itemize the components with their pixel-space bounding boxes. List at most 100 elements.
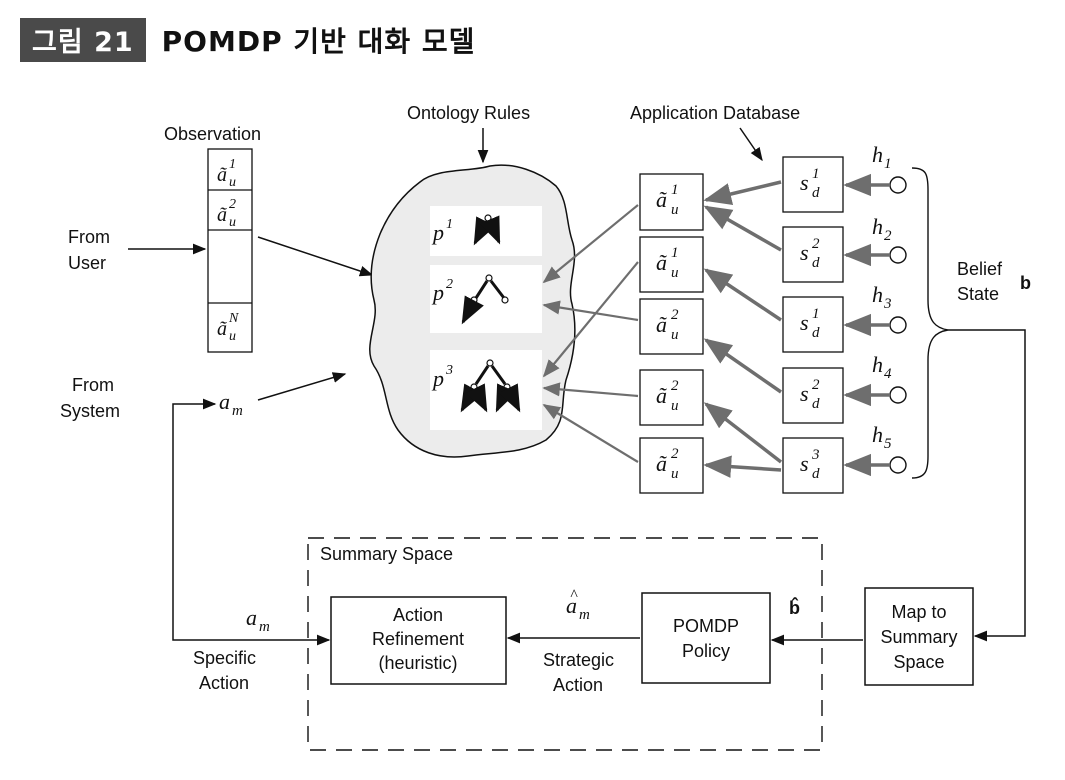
- svg-text:d: d: [812, 396, 820, 412]
- svg-text:a: a: [566, 593, 577, 618]
- svg-text:^: ^: [570, 587, 578, 604]
- svg-text:h: h: [872, 422, 883, 447]
- ontology-rules-label: Ontology Rules: [407, 103, 530, 123]
- svg-text:N: N: [228, 311, 239, 326]
- svg-text:s: s: [800, 381, 809, 406]
- observation-to-cloud-arrow: [257, 236, 374, 277]
- svg-text:u: u: [229, 215, 236, 230]
- svg-text:u: u: [229, 329, 236, 344]
- svg-text:h: h: [872, 142, 883, 167]
- svg-text:u: u: [229, 175, 236, 190]
- pomdp-policy-box: POMDP Policy: [641, 592, 771, 684]
- svg-text:p: p: [431, 280, 444, 305]
- svg-text:d: d: [812, 466, 820, 482]
- svg-text:u: u: [671, 398, 679, 414]
- svg-text:1: 1: [812, 306, 820, 322]
- svg-text:4: 4: [884, 366, 892, 382]
- from-user-line2: User: [68, 253, 106, 273]
- svg-text:m: m: [579, 607, 590, 623]
- svg-text:ã: ã: [656, 451, 667, 476]
- svg-text:1: 1: [671, 245, 679, 261]
- svg-text:p: p: [431, 220, 444, 245]
- figure-title: POMDP 기반 대화 모델: [161, 25, 476, 58]
- svg-text:m: m: [232, 403, 243, 419]
- slot-to-user-act-arrows: [703, 180, 783, 478]
- svg-text:1: 1: [671, 182, 679, 198]
- summary-space-label: Summary Space: [320, 544, 453, 564]
- strategic-action-line1: Strategic: [543, 650, 614, 670]
- belief-state-line2: State: [957, 284, 999, 304]
- map-to-summary-line3: Space: [893, 652, 944, 672]
- svg-text:h: h: [872, 214, 883, 239]
- pomdp-policy-line2: Policy: [682, 641, 730, 661]
- svg-text:h: h: [872, 352, 883, 377]
- svg-text:s: s: [800, 310, 809, 335]
- svg-text:h: h: [872, 282, 883, 307]
- svg-text:2: 2: [812, 236, 820, 252]
- svg-text:u: u: [671, 327, 679, 343]
- svg-text:2: 2: [812, 377, 820, 393]
- figure-tag: 그림 21: [20, 18, 146, 62]
- map-to-summary-line2: Summary: [880, 627, 957, 647]
- svg-text:2: 2: [884, 228, 892, 244]
- svg-text:3: 3: [883, 296, 892, 312]
- svg-text:m: m: [259, 619, 270, 635]
- svg-text:2: 2: [671, 378, 679, 394]
- observation-label: Observation: [164, 124, 261, 144]
- pomdp-policy-line1: POMDP: [673, 616, 739, 636]
- belief-brace: [911, 167, 949, 479]
- svg-text:ã: ã: [656, 383, 667, 408]
- svg-text:2: 2: [671, 307, 679, 323]
- svg-text:d: d: [812, 255, 820, 271]
- svg-text:5: 5: [884, 436, 892, 452]
- svg-text:s: s: [800, 240, 809, 265]
- from-system-line1: From: [72, 375, 114, 395]
- svg-text:u: u: [671, 202, 679, 218]
- svg-text:1: 1: [229, 157, 236, 172]
- svg-text:3: 3: [811, 447, 820, 463]
- from-user-line1: From: [68, 227, 110, 247]
- belief-state-line1: Belief: [957, 259, 1003, 279]
- specific-action-line2: Action: [199, 673, 249, 693]
- system-action-to-cloud-arrow: [257, 372, 347, 401]
- svg-text:d: d: [812, 185, 820, 201]
- figure-header: 그림 21 POMDP 기반 대화 모델: [20, 18, 475, 62]
- svg-text:ã: ã: [217, 318, 227, 340]
- svg-text:2: 2: [229, 197, 236, 212]
- action-refinement-line2: Refinement: [372, 629, 464, 649]
- svg-text:3: 3: [445, 363, 453, 378]
- svg-text:ã: ã: [217, 204, 227, 226]
- action-refinement-line1: Action: [393, 605, 443, 625]
- svg-text:2: 2: [446, 277, 453, 292]
- map-to-summary-line1: Map to: [891, 602, 946, 622]
- svg-text:s: s: [800, 170, 809, 195]
- svg-text:2: 2: [671, 446, 679, 462]
- svg-text:a: a: [219, 389, 230, 414]
- belief-symbol: b: [1020, 273, 1031, 293]
- strategic-action-line2: Action: [553, 675, 603, 695]
- action-refinement-line3: (heuristic): [378, 653, 457, 673]
- svg-text:1: 1: [812, 166, 820, 182]
- b-hat-label: b̂: [789, 597, 800, 618]
- action-refinement-box: Action Refinement (heuristic): [330, 596, 507, 685]
